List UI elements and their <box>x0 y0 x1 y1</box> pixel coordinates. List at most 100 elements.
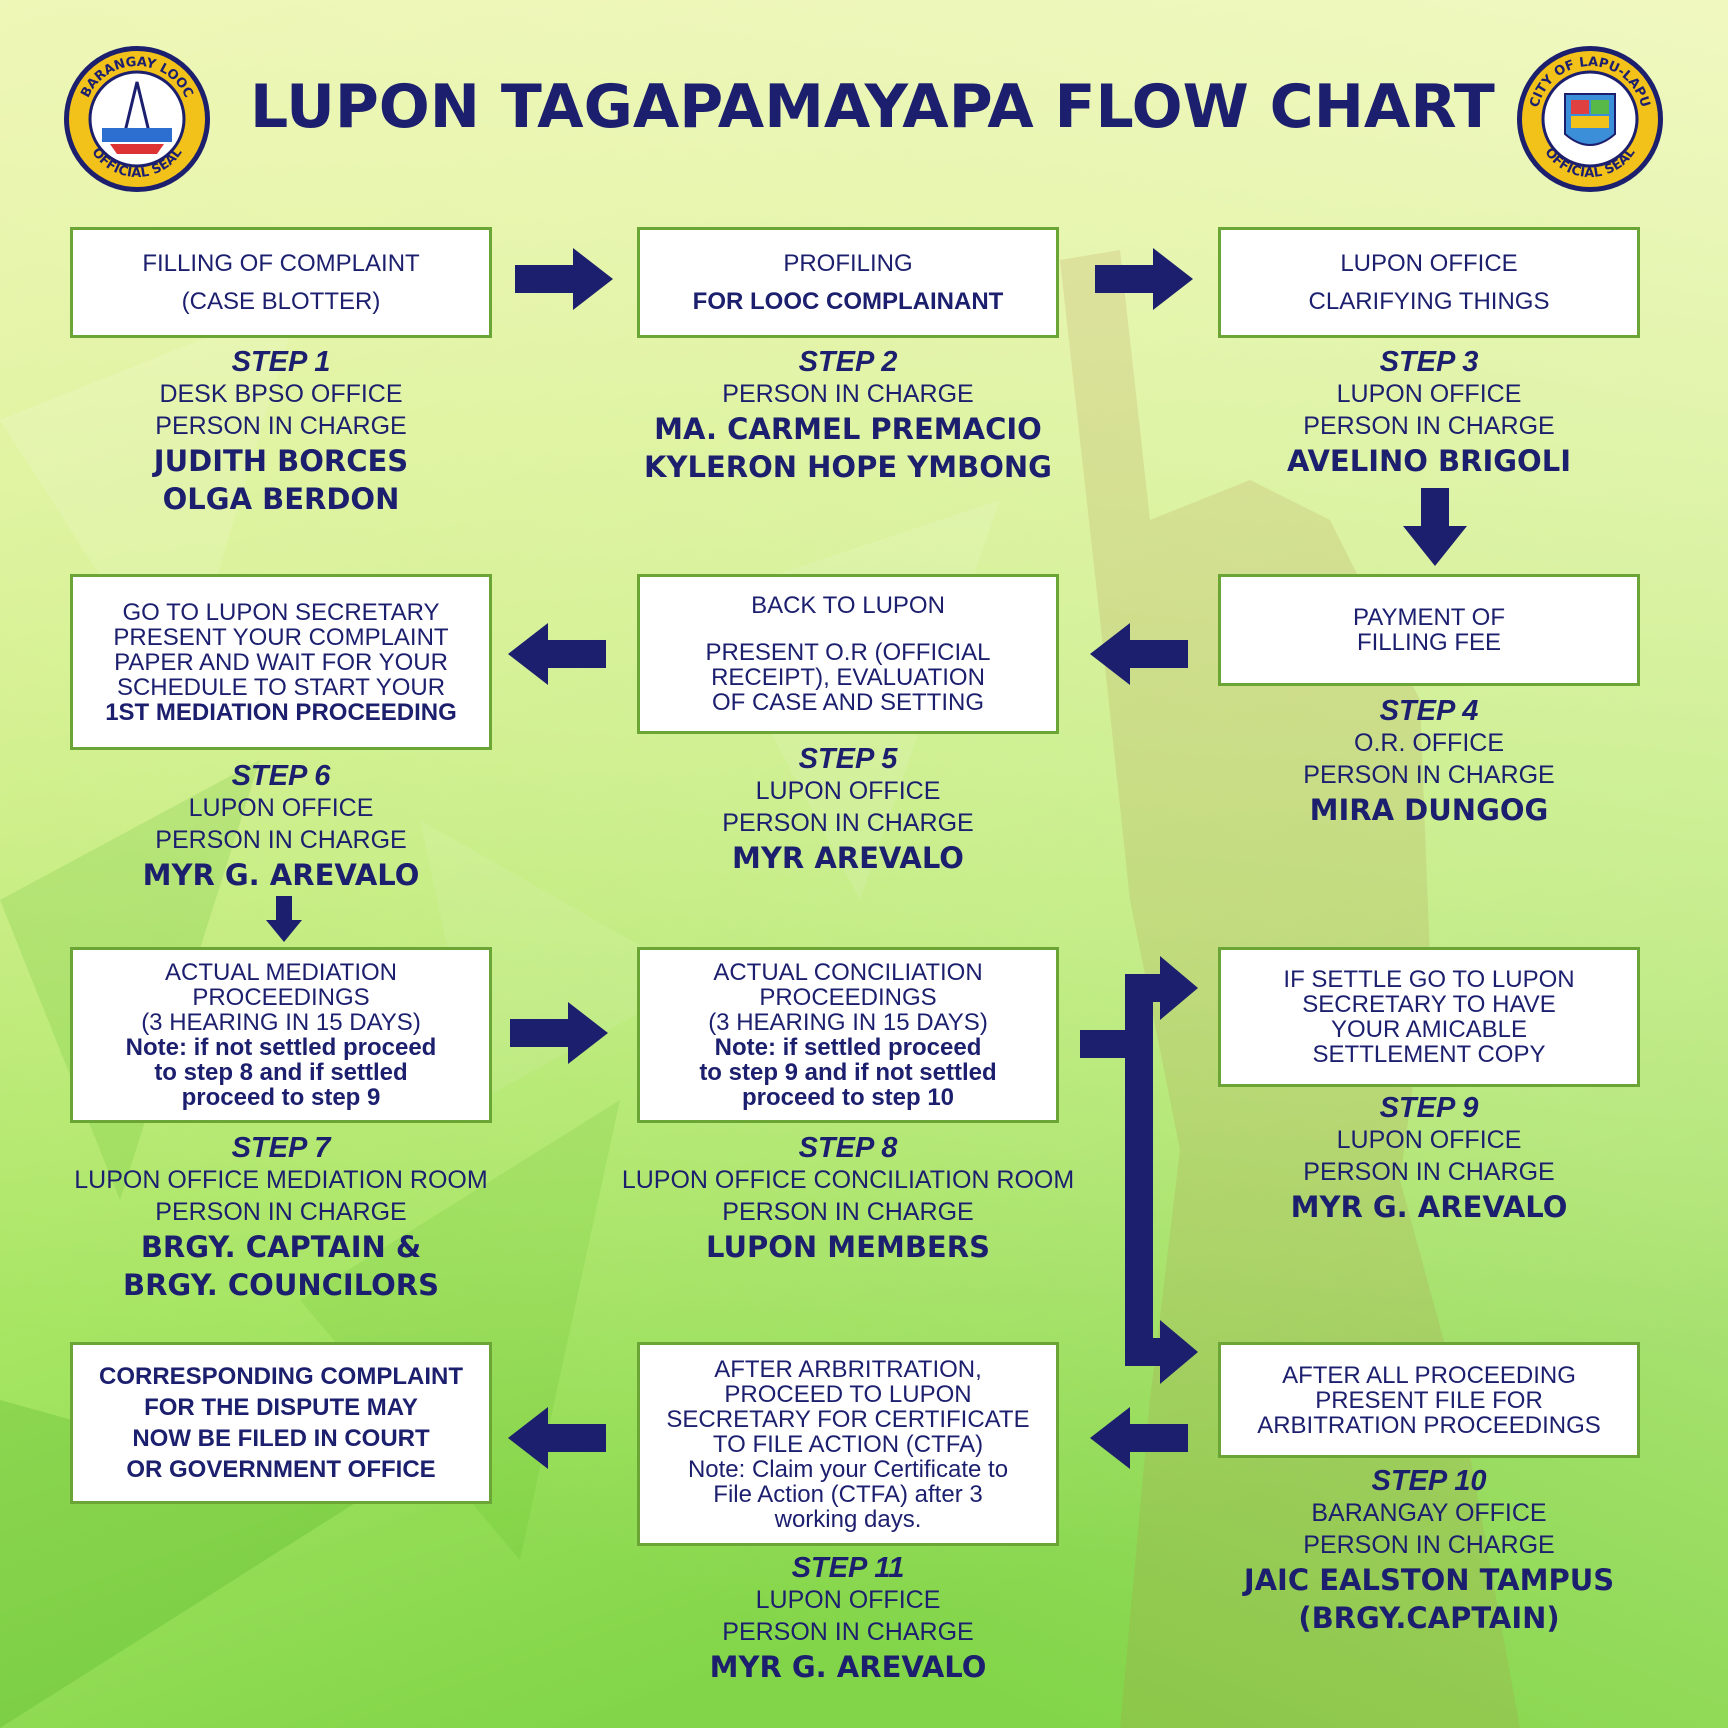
step-person-name: JAIC EALSTON TAMPUS <box>1243 1563 1615 1597</box>
box-line: Note: if settled proceed <box>714 1034 982 1061</box>
box-line: YOUR AMICABLE <box>1330 1016 1528 1043</box>
box-line: BACK TO LUPON <box>751 592 945 619</box>
box-line: FOR LOOC COMPLAINANT <box>692 288 1004 316</box>
box-line: SCHEDULE TO START YOUR <box>116 673 446 701</box>
step-office: LUPON OFFICE CONCILIATION ROOM <box>621 1166 1075 1194</box>
step-person-name: KYLERON HOPE YMBONG <box>644 450 1052 484</box>
box-line: PRESENT FILE FOR <box>1315 1386 1543 1414</box>
box-line: (3 HEARING IN 15 DAYS) <box>141 1009 421 1036</box>
step-person-name: (BRGY.CAPTAIN) <box>1298 1601 1560 1635</box>
box-line: SECRETARY FOR CERTIFICATE <box>666 1405 1030 1433</box>
step-person-in-charge: PERSON IN CHARGE <box>722 809 974 837</box>
step-office: LUPON OFFICE MEDIATION ROOM <box>74 1166 488 1194</box>
arrow-left-icon <box>508 623 606 685</box>
step-7-caption: STEP 7 LUPON OFFICE MEDIATION ROOM PERSO… <box>51 1132 511 1304</box>
arrow-left-icon <box>508 1407 606 1469</box>
step-office: LUPON OFFICE <box>1336 1126 1522 1154</box>
arrow-left-icon <box>1090 1407 1188 1469</box>
box-actual-conciliation: ACTUAL CONCILIATION PROCEEDINGS (3 HEARI… <box>637 947 1059 1123</box>
step-person-name: OLGA BERDON <box>162 482 400 516</box>
step-person-name: MYR G. AREVALO <box>142 858 420 892</box>
box-profiling: PROFILING FOR LOOC COMPLAINANT <box>637 227 1059 338</box>
branch-arrow-icon <box>1080 956 1198 1384</box>
box-lupon-secretary: GO TO LUPON SECRETARY PRESENT YOUR COMPL… <box>70 574 492 750</box>
step-office: O.R. OFFICE <box>1354 729 1504 757</box>
step-label: STEP 10 <box>1371 1465 1487 1497</box>
step-1-caption: STEP 1 DESK BPSO OFFICE PERSON IN CHARGE… <box>51 346 511 518</box>
step-person-name: MYR AREVALO <box>732 841 964 875</box>
box-line: working days. <box>774 1505 922 1533</box>
step-5-caption: STEP 5 LUPON OFFICE PERSON IN CHARGE MYR… <box>618 743 1078 877</box>
step-11-caption: STEP 11 LUPON OFFICE PERSON IN CHARGE MY… <box>618 1552 1078 1686</box>
arrow-right-icon <box>510 1002 608 1064</box>
step-label: STEP 6 <box>231 760 331 792</box>
step-person-name: AVELINO BRIGOLI <box>1287 444 1571 478</box>
box-lupon-office: LUPON OFFICE CLARIFYING THINGS <box>1218 227 1640 338</box>
step-9-caption: STEP 9 LUPON OFFICE PERSON IN CHARGE MYR… <box>1199 1092 1659 1226</box>
box-filing-complaint: FILLING OF COMPLAINT (CASE BLOTTER) <box>70 227 492 338</box>
step-office: LUPON OFFICE <box>755 777 941 805</box>
step-office: LUPON OFFICE <box>188 794 374 822</box>
box-line: PRESENT O.R (OFFICIAL <box>705 639 991 666</box>
step-label: STEP 11 <box>791 1552 905 1584</box>
step-person-in-charge: PERSON IN CHARGE <box>1303 1531 1555 1559</box>
step-person-name: LUPON MEMBERS <box>706 1230 990 1264</box>
step-4-caption: STEP 4 O.R. OFFICE PERSON IN CHARGE MIRA… <box>1199 695 1659 829</box>
box-line: ACTUAL MEDIATION <box>164 959 398 986</box>
lapu-lapu-city-seal-icon: CITY OF LAPU-LAPU OFFICIAL SEAL <box>1517 46 1663 192</box>
arrow-right-icon <box>515 248 613 310</box>
step-person-name: BRGY. COUNCILORS <box>122 1268 440 1302</box>
step-person-name: BRGY. CAPTAIN & <box>140 1230 422 1264</box>
box-line: (3 HEARING IN 15 DAYS) <box>708 1009 988 1036</box>
barangay-looc-seal-icon: BARANGAY LOOC OFFICIAL SEAL <box>64 46 210 192</box>
box-amicable-settlement: IF SETTLE GO TO LUPON SECRETARY TO HAVE … <box>1218 947 1640 1087</box>
box-line: SETTLEMENT COPY <box>1312 1041 1546 1068</box>
box-line: (CASE BLOTTER) <box>181 288 381 316</box>
box-line: FILLING OF COMPLAINT <box>142 249 420 277</box>
arrow-down-icon <box>1403 488 1467 566</box>
step-6-caption: STEP 6 LUPON OFFICE PERSON IN CHARGE MYR… <box>51 760 511 894</box>
step-label: STEP 1 <box>231 346 331 378</box>
box-line: LUPON OFFICE <box>1340 249 1518 277</box>
step-label: STEP 3 <box>1379 346 1479 378</box>
box-line: ACTUAL CONCILIATION <box>713 959 983 986</box>
step-person-name: MYR G. AREVALO <box>709 1650 987 1684</box>
arrow-left-icon <box>1090 623 1188 685</box>
box-line: PROFILING <box>783 249 913 277</box>
box-line: CORRESPONDING COMPLAINT <box>98 1363 463 1390</box>
box-file-in-court: CORRESPONDING COMPLAINT FOR THE DISPUTE … <box>70 1342 492 1504</box>
box-line: to step 9 and if not settled <box>699 1059 997 1086</box>
step-3-caption: STEP 3 LUPON OFFICE PERSON IN CHARGE AVE… <box>1199 346 1659 480</box>
box-line: Note: Claim your Certificate to <box>687 1455 1009 1483</box>
step-office: LUPON OFFICE <box>755 1586 941 1614</box>
box-line: PAPER AND WAIT FOR YOUR <box>114 648 448 676</box>
step-person-in-charge: PERSON IN CHARGE <box>155 412 407 440</box>
step-person-in-charge: PERSON IN CHARGE <box>722 1198 974 1226</box>
box-arbitration-proceedings: AFTER ALL PROCEEDING PRESENT FILE FOR AR… <box>1218 1342 1640 1458</box>
step-person-name: MIRA DUNGOG <box>1309 793 1549 827</box>
step-person-name: MA. CARMEL PREMACIO <box>654 412 1042 446</box>
step-label: STEP 4 <box>1379 695 1479 727</box>
box-payment-fee: PAYMENT OF FILLING FEE <box>1218 574 1640 686</box>
step-label: STEP 7 <box>231 1132 331 1164</box>
step-label: STEP 8 <box>798 1132 898 1164</box>
box-line: GO TO LUPON SECRETARY <box>122 598 440 626</box>
box-line: proceed to step 9 <box>181 1084 381 1111</box>
box-line: OR GOVERNMENT OFFICE <box>126 1456 436 1483</box>
box-line: NOW BE FILED IN COURT <box>132 1425 430 1452</box>
box-line: TO FILE ACTION (CTFA) <box>712 1430 984 1458</box>
step-label: STEP 9 <box>1379 1092 1479 1124</box>
step-person-in-charge: PERSON IN CHARGE <box>1303 761 1555 789</box>
step-label: STEP 2 <box>798 346 898 378</box>
step-person-in-charge: PERSON IN CHARGE <box>722 1618 974 1646</box>
step-person-in-charge: PERSON IN CHARGE <box>722 380 974 408</box>
step-person-in-charge: PERSON IN CHARGE <box>1303 412 1555 440</box>
box-line: FILLING FEE <box>1356 629 1502 656</box>
box-line: AFTER ALL PROCEEDING <box>1282 1361 1576 1389</box>
box-back-to-lupon: BACK TO LUPON PRESENT O.R (OFFICIAL RECE… <box>637 574 1059 734</box>
box-ctfa: AFTER ARBRITRATION, PROCEED TO LUPON SEC… <box>637 1342 1059 1546</box>
step-person-in-charge: PERSON IN CHARGE <box>155 826 407 854</box>
step-person-in-charge: PERSON IN CHARGE <box>1303 1158 1555 1186</box>
box-line: to step 8 and if settled <box>154 1059 408 1086</box>
page-title: LUPON TAGAPAMAYAPA FLOW CHART <box>250 72 1495 142</box>
